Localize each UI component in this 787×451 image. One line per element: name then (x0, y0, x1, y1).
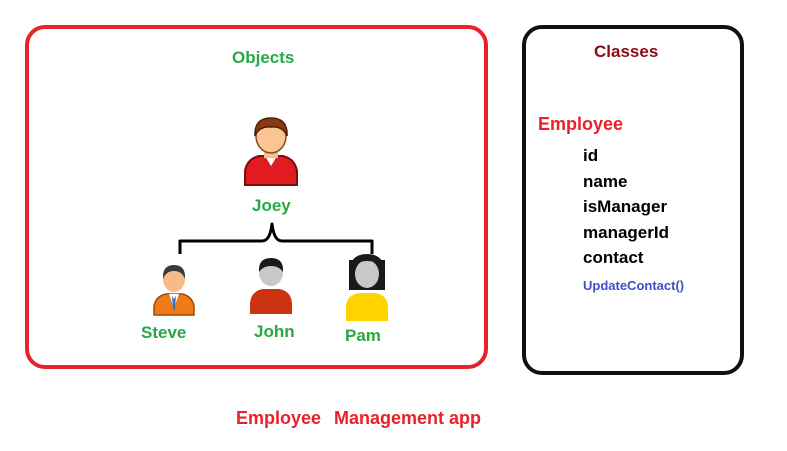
classes-title: Classes (594, 42, 659, 61)
woman-yellow-icon (342, 252, 392, 322)
class-name-employee: Employee (538, 114, 624, 134)
classes-panel (522, 25, 744, 375)
objects-title: Objects (232, 48, 295, 67)
caption-management-app: Management app (334, 408, 482, 428)
businessman-icon (150, 262, 198, 316)
tree-connector (178, 222, 374, 254)
user-red-icon (247, 255, 295, 315)
field-managerid: managerId (583, 223, 669, 242)
object-name-steve: Steve (141, 323, 187, 342)
user-red-shirt-icon (241, 115, 301, 187)
method-updatecontact: UpdateContact() (583, 278, 685, 293)
field-contact: contact (583, 248, 644, 267)
object-name-pam: Pam (345, 326, 381, 345)
object-name-john: John (254, 322, 295, 341)
objects-panel (25, 25, 488, 369)
field-ismanager: isManager (583, 197, 668, 216)
caption-employee: Employee (236, 408, 322, 428)
field-id: id (583, 146, 599, 165)
field-name: name (583, 172, 628, 191)
object-name-joey: Joey (252, 196, 291, 215)
